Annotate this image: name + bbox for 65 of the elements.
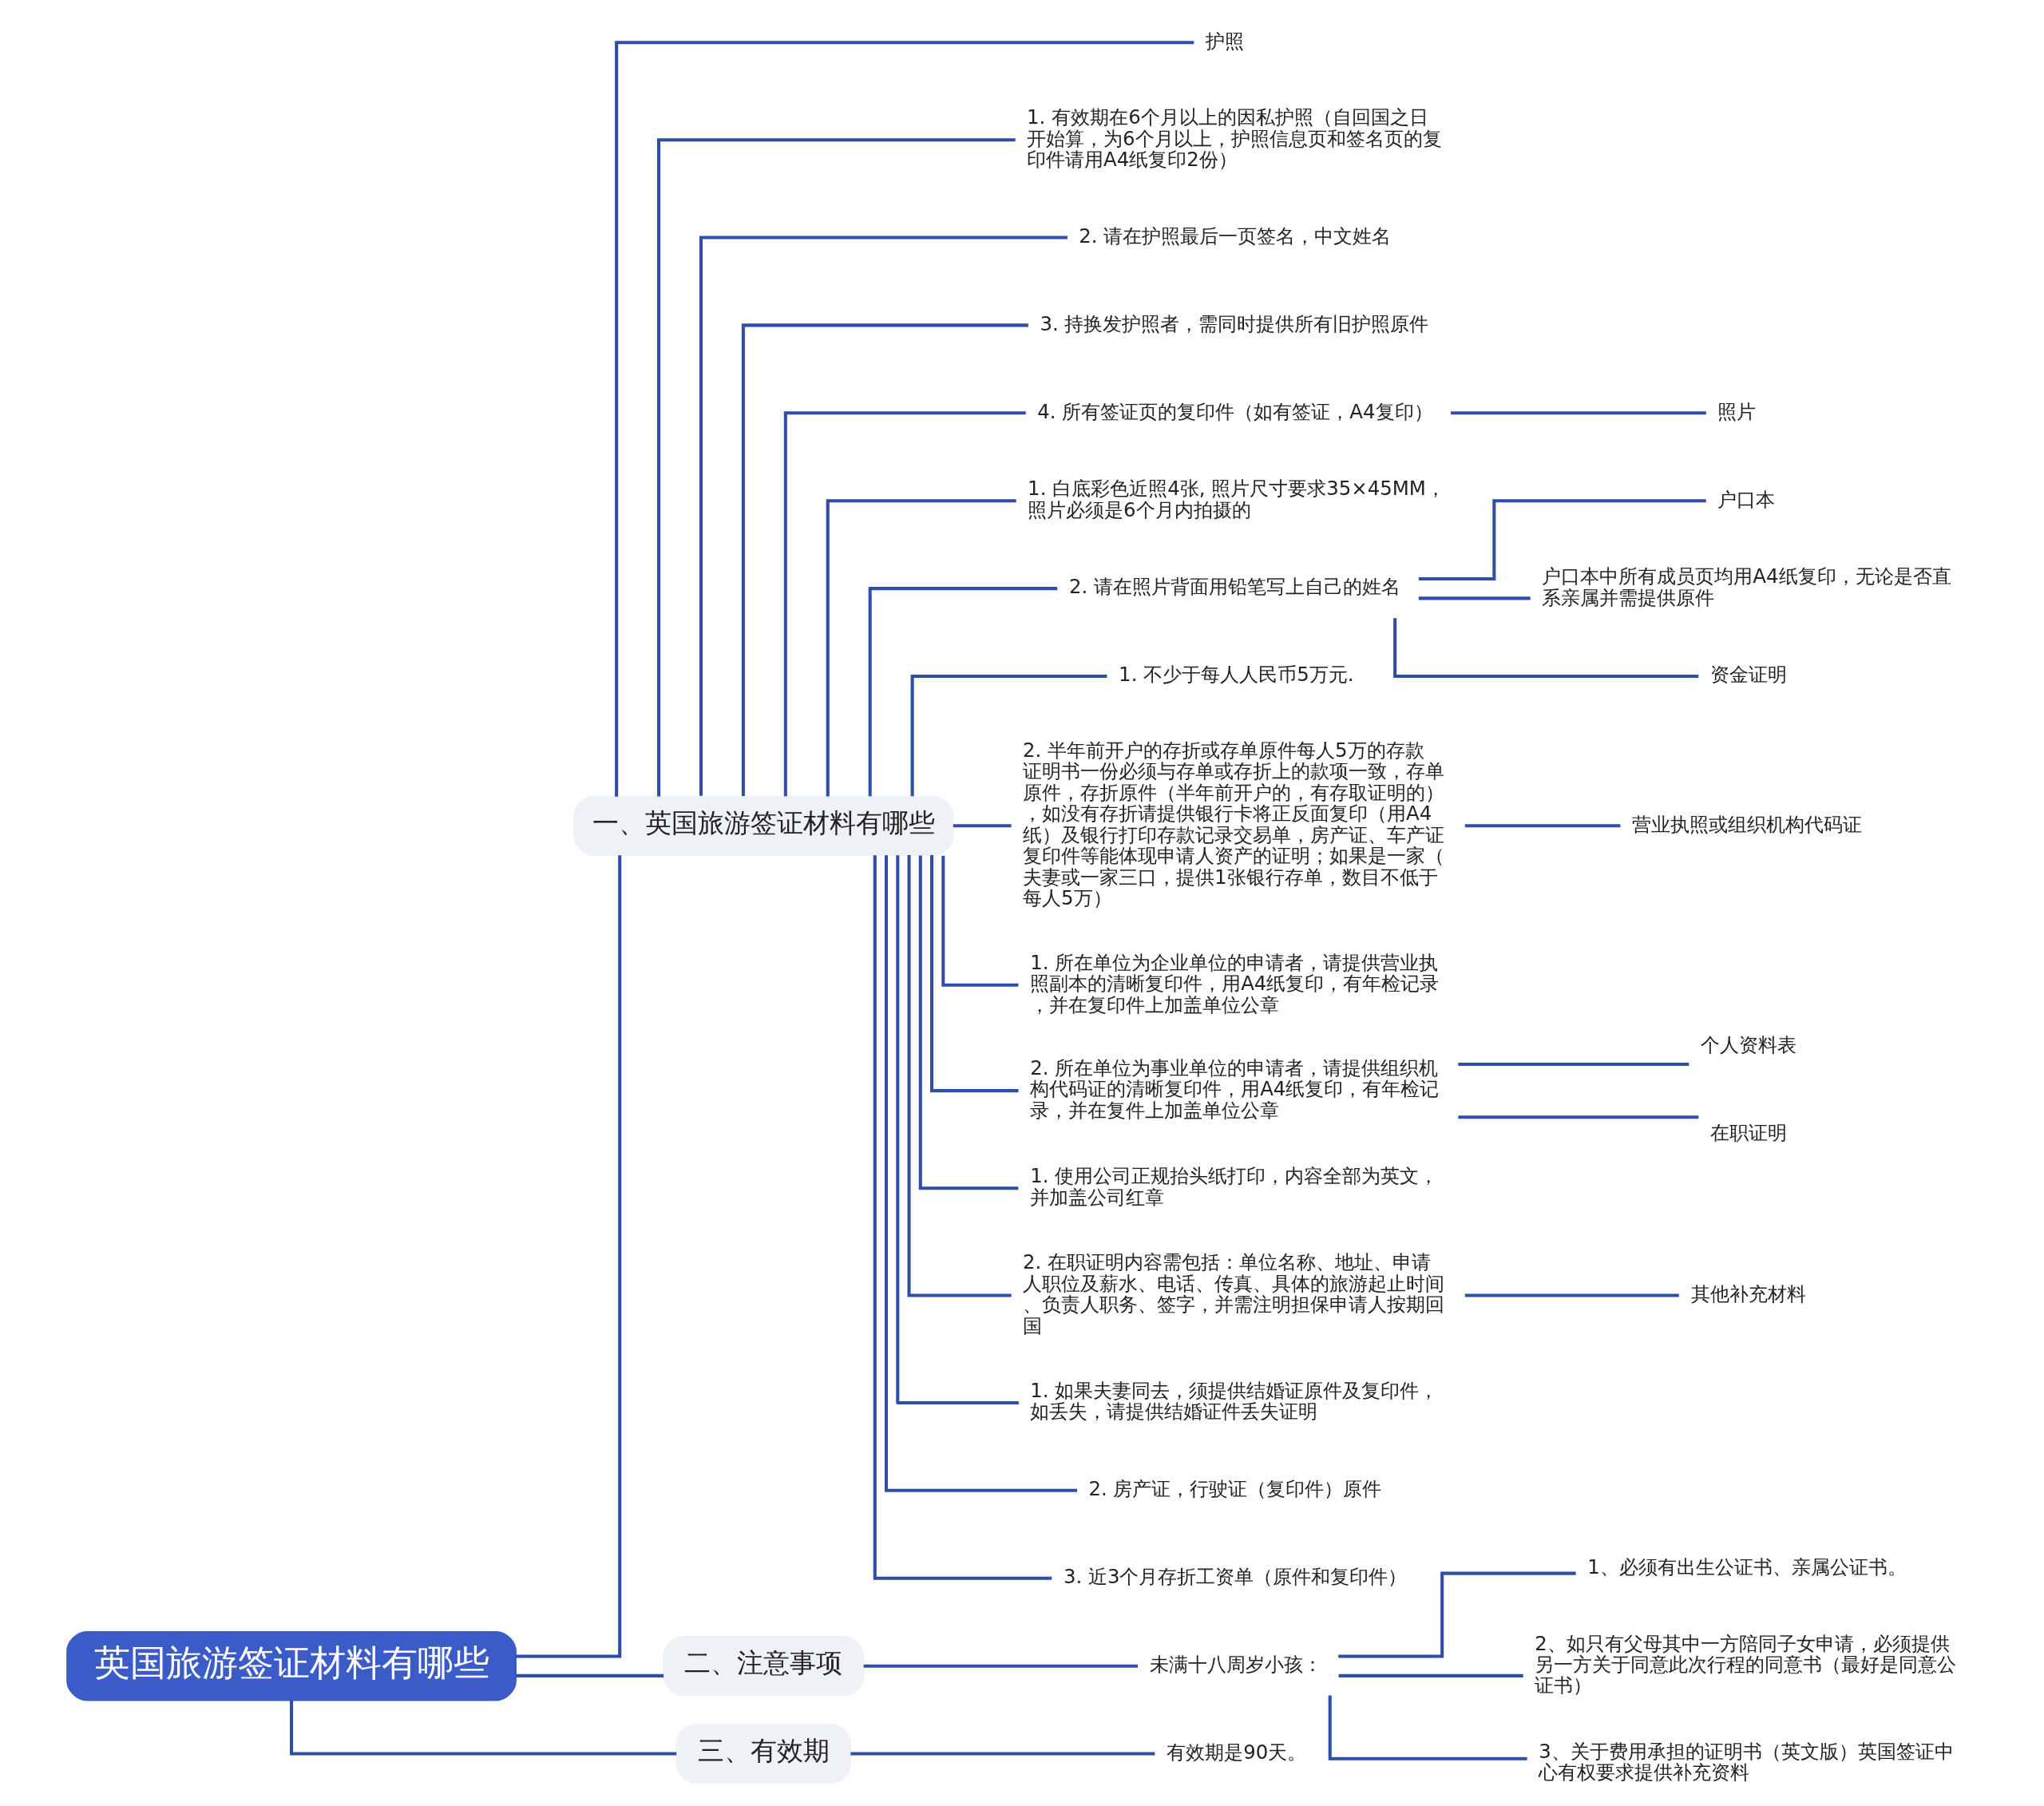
node-text: 1. 使用公司正规抬头纸打印，内容全部为英文，并加盖公司红章 xyxy=(1030,1164,1439,1209)
connector xyxy=(290,1700,677,1756)
node-box: 一、英国旅游签证材料有哪些 xyxy=(573,795,954,856)
node-text: 1. 有效期在6个月以上的因私护照（自回国之日开始算，为6个月以上，护照信息页和签名页的复印件请用A4纸复印2份） xyxy=(1027,105,1442,172)
connector xyxy=(941,855,1019,987)
connector xyxy=(1418,596,1531,600)
node-text: 2. 房产证，行驶证（复印件）原件 xyxy=(1088,1477,1382,1501)
connector xyxy=(1458,1115,1699,1119)
connector xyxy=(1393,618,1699,679)
connector xyxy=(1338,1571,1576,1658)
connector xyxy=(863,1664,1139,1668)
node-text: 1. 不少于每人人民币5万元. xyxy=(1119,663,1354,687)
connector xyxy=(699,236,1068,796)
node-text: 户口本 xyxy=(1717,487,1776,511)
connector xyxy=(873,855,1052,1580)
connector xyxy=(826,499,1016,797)
connector xyxy=(930,855,1019,1093)
node-text: 2. 请在照片背面用铅笔写上自己的姓名 xyxy=(1069,575,1401,599)
node-box: 英国旅游签证材料有哪些 xyxy=(66,1630,517,1701)
connector xyxy=(1451,411,1706,415)
connector xyxy=(850,1752,1155,1756)
connector xyxy=(615,41,1194,797)
node-box: 二、注意事项 xyxy=(663,1636,865,1697)
connector xyxy=(918,855,1019,1190)
node-text: 4. 所有签证页的复印件（如有签证，A4复印） xyxy=(1037,399,1433,423)
node-text: 资金证明 xyxy=(1710,663,1788,687)
node-text: 2. 在职证明内容需包括：单位名称、地址、申请人职位及薪水、电话、传真、具体的旅游起止时间、负责人职务、签字，并需注明担保申请人按期回国 xyxy=(1023,1250,1445,1337)
node-text: 1、必须有出生公证书、亲属公证书。 xyxy=(1587,1555,1907,1578)
node-text: 3. 近3个月存折工资单（原件和复印件） xyxy=(1063,1565,1408,1589)
connector xyxy=(868,587,1058,797)
connector xyxy=(1458,1063,1689,1067)
connector xyxy=(896,855,1019,1404)
node-text: 2. 所在单位为事业单位的申请者，请提供组织机构代码证的清晰复印件，用A4纸复印，有年检记录，并在复件上加盖单位公章 xyxy=(1030,1055,1440,1122)
connector xyxy=(516,855,622,1658)
node-text: 其他补充材料 xyxy=(1690,1281,1806,1305)
connector xyxy=(1418,499,1706,580)
node-text: 1. 如果夫妻同去，须提供结婚证原件及复印件，如丢失，请提供结婚证件丢失证明 xyxy=(1030,1379,1439,1424)
connector xyxy=(1338,1673,1523,1677)
node-text: 个人资料表 xyxy=(1700,1033,1796,1057)
connector xyxy=(1464,824,1621,828)
connector xyxy=(910,675,1107,797)
node-text: 2. 请在护照最后一页签名，中文姓名 xyxy=(1079,224,1392,248)
node-text: 有效期是90天。 xyxy=(1167,1740,1307,1764)
connector xyxy=(885,855,1078,1492)
node-text: 1. 白底彩色近照4张, 照片尺寸要求35×45MM，照片必须是6个月内拍摄的 xyxy=(1028,477,1445,521)
connector xyxy=(1464,1293,1679,1297)
connector xyxy=(657,138,1016,797)
connector xyxy=(783,411,1026,797)
connector xyxy=(741,323,1028,796)
node-text: 2、如只有父母其中一方陪同子女申请，必须提供另一方关于同意此次行程的同意书（最好是同意公证书） xyxy=(1535,1631,1957,1697)
connector xyxy=(1328,1695,1527,1760)
node-text: 户口本中所有成员页均用A4纸复印，无论是否直系亲属并需提供原件 xyxy=(1542,564,1951,609)
node-text: 3、关于费用承担的证明书（英文版）英国签证中心有权要求提供补充资料 xyxy=(1539,1739,1954,1784)
node-text: 护照 xyxy=(1206,29,1245,53)
node-text: 营业执照或组织机构代码证 xyxy=(1632,812,1863,836)
node-box: 三、有效期 xyxy=(675,1723,852,1784)
connector xyxy=(907,855,1012,1297)
node-text: 1. 所在单位为企业单位的申请者，请提供营业执照副本的清晰复印件，用A4纸复印，有年检记录，并在复印件上加盖单位公章 xyxy=(1030,950,1440,1016)
node-text: 未满十八周岁小孩： xyxy=(1149,1652,1322,1676)
node-text: 3. 持换发护照者，需同时提供所有旧护照原件 xyxy=(1040,311,1429,335)
connector xyxy=(953,824,1012,828)
node-text: 照片 xyxy=(1717,399,1757,423)
connector xyxy=(516,1673,664,1677)
node-text: 2. 半年前开户的存折或存单原件每人5万的存款证明书一份必须与存单或存折上的款项一致，存单原件，存折原件（半年前开户的，有存取证明的），如没有存折请提供银行卡将正反面复印（用A4纸）及银行打印存款记录交易单，房产证、车产证复印件等能体现申请人资产的证明；如果是一家（夫妻或一家三口，提供1张银行存单，数目不低于每人5万） xyxy=(1023,739,1445,910)
node-text: 在职证明 xyxy=(1710,1121,1788,1145)
